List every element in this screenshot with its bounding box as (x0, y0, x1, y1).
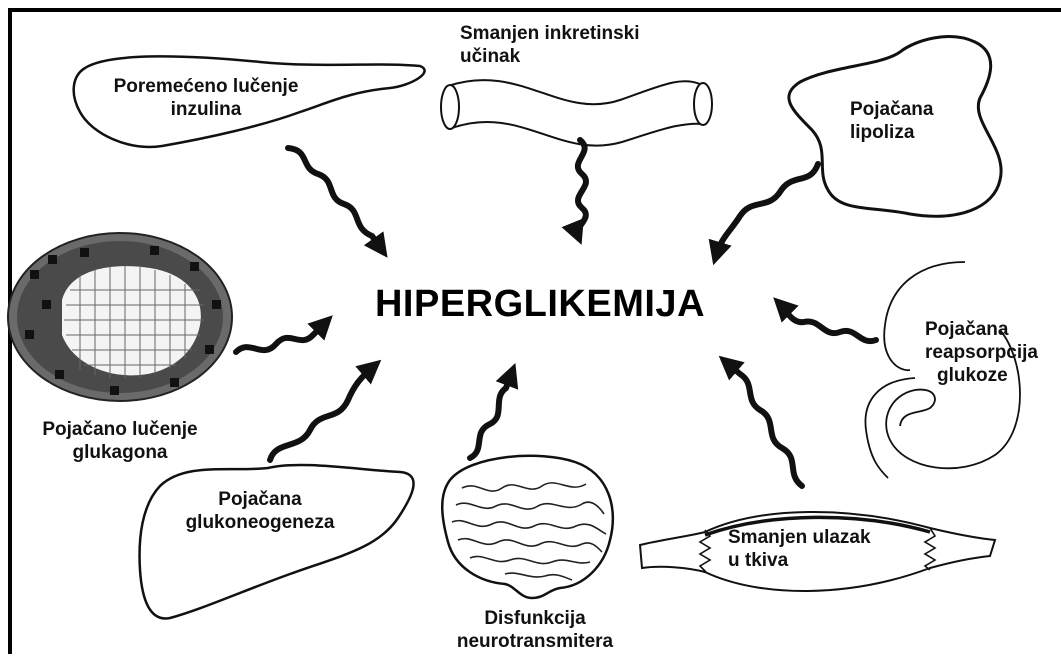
label-insulin: Poremećeno lučenje inzulina (86, 75, 326, 121)
arrow-lipolysis (716, 164, 818, 256)
label-glucagon-line1: Pojačano lučenje (14, 418, 226, 441)
arrow-reabsorption (780, 304, 876, 341)
label-uptake-line1: Smanjen ulazak (728, 526, 908, 549)
arrow-gluconeogenesis (270, 366, 374, 460)
brain-icon (442, 456, 613, 598)
label-glucagon-line2: glukagona (14, 441, 226, 464)
label-insulin-line2: inzulina (86, 98, 326, 121)
label-reabsorption-line2: reapsorpcija (925, 341, 1059, 364)
label-neuro: Disfunkcija neurotransmitera (440, 607, 630, 653)
label-incretin-line1: Smanjen inkretinski (460, 22, 710, 45)
label-reabsorption-line3: glukoze (925, 364, 1059, 387)
label-reabsorption-line1: Pojačana (925, 318, 1059, 341)
label-lipolysis-line1: Pojačana (850, 98, 970, 121)
center-title: HIPERGLIKEMIJA (350, 283, 730, 326)
label-uptake: Smanjen ulazak u tkiva (728, 526, 908, 572)
label-incretin: Smanjen inkretinski učinak (460, 22, 710, 68)
label-reabsorption: Pojačana reapsorpcija glukoze (925, 318, 1059, 387)
label-glucagon: Pojačano lučenje glukagona (14, 418, 226, 464)
arrow-glucagon (236, 322, 326, 352)
label-neuro-line1: Disfunkcija (440, 607, 630, 630)
label-gluconeogenesis-line2: glukoneogeneza (160, 511, 360, 534)
label-neuro-line2: neurotransmitera (440, 630, 630, 653)
label-gluconeogenesis: Pojačana glukoneogeneza (160, 488, 360, 534)
arrow-neuro (470, 372, 512, 458)
label-incretin-line2: učinak (460, 45, 710, 68)
label-insulin-line1: Poremećeno lučenje (86, 75, 326, 98)
label-uptake-line2: u tkiva (728, 549, 908, 572)
intestine-icon (441, 80, 712, 146)
islet-icon (8, 233, 232, 401)
label-lipolysis-line2: lipoliza (850, 121, 970, 144)
arrow-insulin (288, 148, 382, 250)
label-gluconeogenesis-line1: Pojačana (160, 488, 360, 511)
arrow-uptake (726, 362, 802, 486)
arrow-incretin (577, 140, 586, 236)
label-lipolysis: Pojačana lipoliza (850, 98, 970, 144)
